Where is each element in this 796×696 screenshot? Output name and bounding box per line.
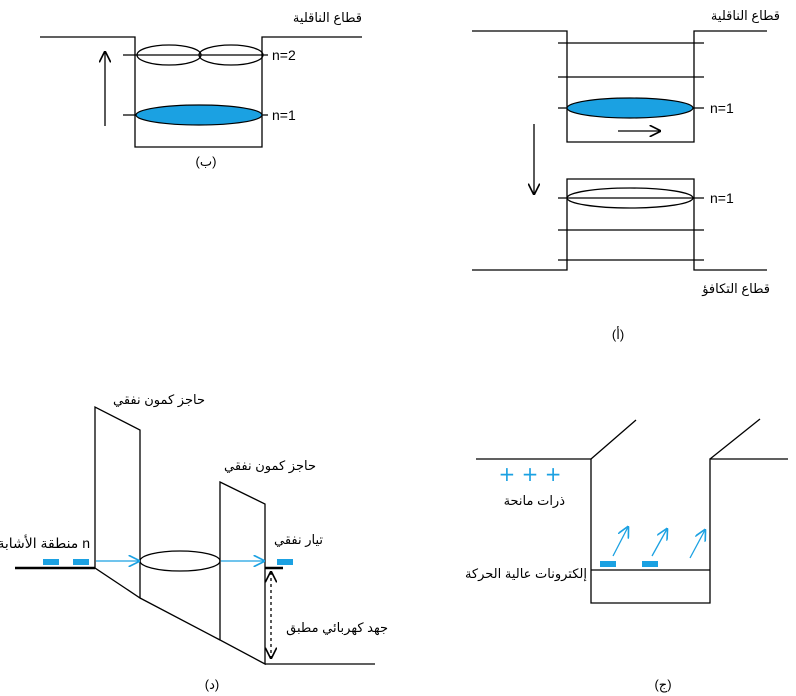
- panel-d-caption: (د): [205, 677, 219, 692]
- panel-d-well-bottom: [139, 597, 221, 641]
- panel-b-level-1-label: n=1: [272, 107, 296, 123]
- panel-a-valence-well: [472, 178, 767, 271]
- panel-d-tunnel-electron: [277, 559, 293, 565]
- panel-b-electron-orbit: [135, 104, 263, 126]
- panel-b: قطاع الناقلية n=2 n=1 (ب): [40, 10, 362, 169]
- panel-b-orbit-right: [198, 44, 264, 66]
- panel-c-mobile-electrons-label: إلكترونات عالية الحركة: [465, 566, 587, 582]
- panel-c-right-barrier-slope: [709, 418, 761, 460]
- panel-d-barrier-2: [219, 480, 266, 666]
- panel-a-upper-level-label: n=1: [710, 100, 734, 116]
- panel-a-hole-orbit: [566, 187, 694, 209]
- panel-c: + + + ذرات مانحة إلكترونات عالية الحركة …: [465, 418, 788, 693]
- panel-a-lower-level-label: n=1: [710, 190, 734, 206]
- panel-c-electron-arrow-2: [651, 529, 667, 557]
- panel-d-barrier-1-label: حاجز كمون نفقي: [113, 392, 205, 408]
- panel-a-conduction-well: [472, 30, 767, 143]
- panel-a-conduction-band-label: قطاع الناقلية: [711, 8, 780, 24]
- panel-d-barrier-2-label: حاجز كمون نفقي: [224, 458, 316, 474]
- panel-d-well-orbit: [139, 550, 221, 572]
- panel-d: منطقة الأشابة n حاجز كمون نفقي حاجز كمون…: [0, 392, 388, 692]
- panel-c-caption: (ج): [654, 677, 671, 693]
- panel-d-electron-2: [73, 559, 89, 565]
- panel-c-electron-arrow-1: [612, 527, 628, 557]
- panel-c-plus-signs: + + +: [499, 462, 562, 486]
- panel-b-level-2-label: n=2: [272, 47, 296, 63]
- panel-a-electron-orbit: [566, 97, 694, 119]
- panel-c-well-outline: [476, 458, 788, 604]
- panel-d-barrier-1: [94, 405, 141, 600]
- panel-c-electron-1: [600, 561, 616, 567]
- panel-b-orbit-left: [136, 44, 202, 66]
- panel-a: n=1 n=1 قطاع الناقلية قطاع التكافؤ (أ): [472, 8, 780, 342]
- panel-b-conduction-band-label: قطاع الناقلية: [293, 10, 362, 26]
- panel-c-donor-atoms-label: ذرات مانحة: [504, 493, 566, 509]
- panel-c-left-barrier-slope: [590, 419, 637, 460]
- panel-a-valence-band-label: قطاع التكافؤ: [701, 281, 770, 297]
- panel-b-caption: (ب): [196, 154, 217, 169]
- panel-b-well-outline: [40, 36, 362, 148]
- panel-d-electron-1: [43, 559, 59, 565]
- panel-d-applied-voltage-label: جهد كهربائي مطبق: [286, 620, 388, 636]
- panel-d-tunnel-current-label: تيار نفقي: [274, 532, 323, 548]
- panel-c-electron-2: [642, 561, 658, 567]
- panel-d-doping-region-label: منطقة الأشابة n: [0, 534, 90, 551]
- panel-a-caption: (أ): [612, 326, 624, 342]
- panel-c-electron-arrow-3: [689, 530, 705, 559]
